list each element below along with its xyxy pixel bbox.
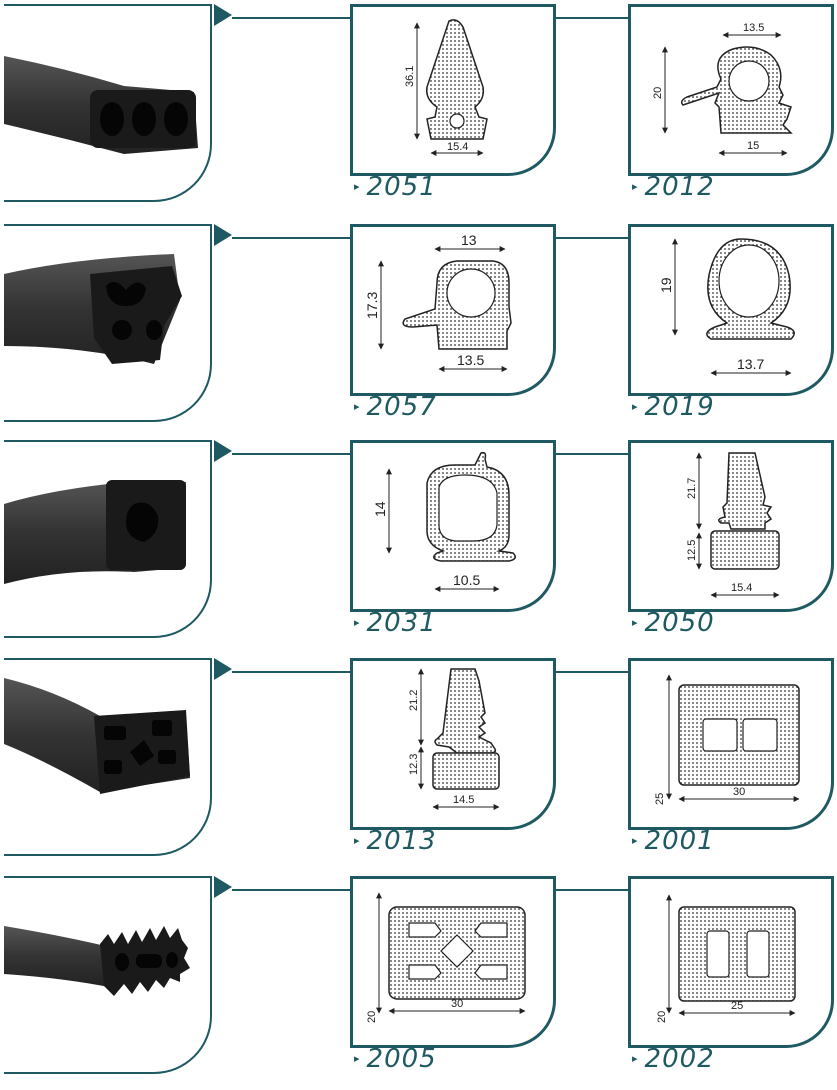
product-code: ▸2005: [354, 1044, 437, 1074]
seal-photo: [4, 480, 186, 584]
product-code: ▸2051: [354, 172, 437, 202]
profile-drawing-frame: 21.7 12.5 15.4: [628, 440, 834, 612]
profile-drawing-frame: 13.5 20 15: [628, 4, 834, 176]
connector-line: [556, 237, 632, 239]
svg-text:21.7: 21.7: [686, 478, 698, 499]
profile-drawing-frame: 20 25: [628, 876, 834, 1048]
pointer-arrow-icon: [214, 658, 232, 680]
svg-text:13.5: 13.5: [743, 22, 764, 34]
profile-drawing-frame: 36.1 15.4: [350, 4, 556, 176]
svg-text:25: 25: [654, 793, 666, 805]
profile-drawing: 21.2 12.3 14.5: [408, 668, 500, 810]
connector-line: [232, 671, 352, 673]
svg-text:19: 19: [658, 277, 674, 293]
profile-drawing: 19 13.7: [658, 238, 795, 376]
svg-text:14.5: 14.5: [453, 794, 474, 806]
product-code: ▸2001: [632, 826, 715, 856]
svg-text:15.4: 15.4: [731, 582, 752, 594]
seal-photo-frame: [4, 440, 212, 638]
svg-text:15.4: 15.4: [447, 141, 468, 153]
profile-drawing: 13.5 20 15: [652, 22, 793, 156]
seal-photo-frame: [4, 658, 212, 856]
svg-text:13: 13: [461, 232, 477, 248]
profile-drawing: 25 30: [654, 674, 800, 805]
connector-line: [556, 671, 632, 673]
svg-text:20: 20: [656, 1011, 668, 1023]
product-code: ▸2002: [632, 1044, 715, 1074]
svg-text:30: 30: [451, 998, 463, 1010]
seal-photo: [4, 254, 182, 364]
svg-text:20: 20: [652, 87, 664, 99]
profile-drawing-frame: 21.2 12.3 14.5: [350, 658, 556, 830]
connector-line: [556, 453, 632, 455]
connector-line: [232, 889, 352, 891]
seal-photo-frame: [4, 224, 212, 422]
svg-text:21.2: 21.2: [408, 690, 420, 711]
seal-photo: [4, 926, 190, 996]
svg-text:25: 25: [731, 1000, 743, 1012]
product-row-5: 20 30 20 25 ▸2005 ▸2002: [0, 872, 837, 1090]
profile-drawing: 21.7 12.5 15.4: [686, 452, 780, 598]
profile-drawing: 13 17.3 13.5: [364, 232, 512, 372]
seal-photo: [4, 56, 198, 154]
product-code: ▸2031: [354, 608, 437, 638]
profile-drawing-frame: 20 30: [350, 876, 556, 1048]
svg-text:12.5: 12.5: [686, 540, 698, 561]
connector-line: [556, 17, 632, 19]
product-row-3: 14 10.5 21.7 12.5 15.4 ▸2031 ▸2050: [0, 436, 837, 654]
svg-text:13.7: 13.7: [737, 356, 764, 372]
svg-text:15: 15: [747, 140, 759, 152]
svg-text:12.3: 12.3: [408, 754, 420, 775]
product-code: ▸2057: [354, 392, 437, 422]
product-row-1: 36.1 15.4 13.5 20 15 ▸2051 ▸2012: [0, 0, 837, 218]
connector-line: [232, 453, 352, 455]
seal-photo: [4, 678, 190, 794]
seal-photo-frame: [4, 876, 212, 1074]
seal-photo-frame: [4, 4, 212, 202]
svg-text:30: 30: [733, 786, 745, 798]
pointer-arrow-icon: [214, 440, 232, 462]
product-code: ▸2013: [354, 826, 437, 856]
svg-text:36.1: 36.1: [404, 66, 416, 87]
pointer-arrow-icon: [214, 876, 232, 898]
svg-text:17.3: 17.3: [364, 292, 380, 319]
profile-drawing-frame: 25 30: [628, 658, 834, 830]
profile-drawing-frame: 13 17.3 13.5: [350, 224, 556, 396]
profile-drawing: 14 10.5: [372, 451, 516, 592]
pointer-arrow-icon: [214, 4, 232, 26]
product-row-2: 13 17.3 13.5 19 13.7 ▸2057 ▸2019: [0, 220, 837, 438]
product-code: ▸2012: [632, 172, 715, 202]
profile-drawing: 20 25: [656, 894, 796, 1023]
product-code: ▸2050: [632, 608, 715, 638]
profile-drawing: 20 30: [366, 892, 526, 1023]
connector-line: [556, 889, 632, 891]
product-code: ▸2019: [632, 392, 715, 422]
connector-line: [232, 17, 352, 19]
svg-text:20: 20: [366, 1011, 378, 1023]
svg-text:14: 14: [372, 501, 388, 517]
connector-line: [232, 237, 352, 239]
profile-drawing-frame: 14 10.5: [350, 440, 556, 612]
svg-text:13.5: 13.5: [457, 352, 484, 368]
pointer-arrow-icon: [214, 224, 232, 246]
svg-text:10.5: 10.5: [453, 572, 480, 588]
profile-drawing: 36.1 15.4: [404, 19, 488, 156]
product-row-4: 21.2 12.3 14.5 25 30 ▸2013 ▸2001: [0, 654, 837, 872]
profile-drawing-frame: 19 13.7: [628, 224, 834, 396]
